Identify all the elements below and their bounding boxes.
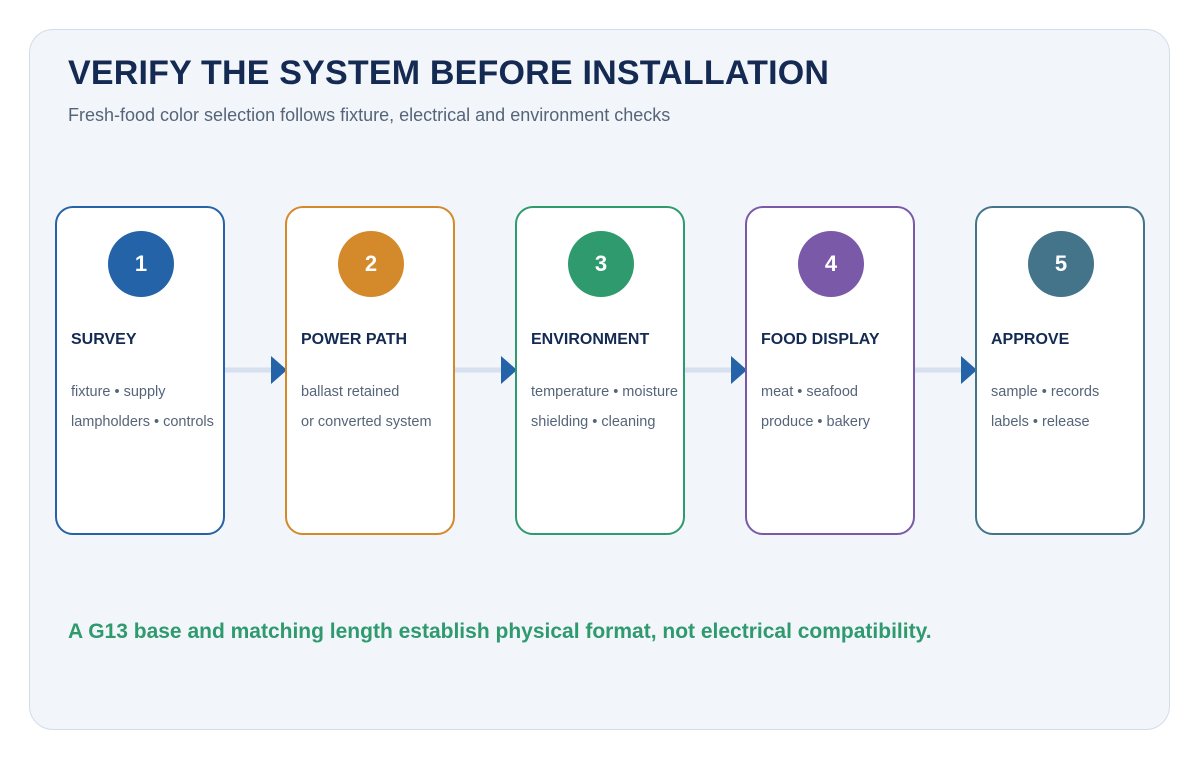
step-connector-arrow <box>225 356 287 384</box>
step-connector-arrow <box>915 356 977 384</box>
page-title: VERIFY THE SYSTEM BEFORE INSTALLATION <box>68 54 830 92</box>
footer-note: A G13 base and matching length establish… <box>68 620 932 643</box>
step-number-badge: 1 <box>108 231 174 297</box>
step-number-badge: 5 <box>1028 231 1094 297</box>
step-card-food-display: 4 FOOD DISPLAY meat • seafood produce • … <box>745 206 915 535</box>
step-connector-arrow <box>455 356 517 384</box>
step-card-environment: 3 ENVIRONMENT temperature • moisture shi… <box>515 206 685 535</box>
step-card-power-path: 2 POWER PATH ballast retained or convert… <box>285 206 455 535</box>
step-detail: shielding • cleaning <box>531 414 656 430</box>
step-detail: temperature • moisture <box>531 384 678 400</box>
step-detail: ballast retained <box>301 384 400 400</box>
step-title: ENVIRONMENT <box>531 331 650 348</box>
step-card-approve: 5 APPROVE sample • records labels • rele… <box>975 206 1145 535</box>
step-detail: fixture • supply <box>71 384 166 400</box>
step-detail: sample • records <box>991 384 1100 400</box>
step-detail: lampholders • controls <box>71 414 214 430</box>
step-detail: or converted system <box>301 414 432 430</box>
step-title: FOOD DISPLAY <box>761 331 880 348</box>
step-number-badge: 3 <box>568 231 634 297</box>
step-title: SURVEY <box>71 331 137 348</box>
step-detail: meat • seafood <box>761 384 858 400</box>
step-title: POWER PATH <box>301 331 408 348</box>
step-detail: produce • bakery <box>761 414 871 430</box>
step-number-badge: 4 <box>798 231 864 297</box>
step-connector-arrow <box>685 356 747 384</box>
step-number-badge: 2 <box>338 231 404 297</box>
step-card-survey: 1 SURVEY fixture • supply lampholders • … <box>55 206 225 535</box>
step-detail: labels • release <box>991 414 1090 430</box>
page-subtitle: Fresh-food color selection follows fixtu… <box>68 105 671 125</box>
step-title: APPROVE <box>991 331 1070 348</box>
